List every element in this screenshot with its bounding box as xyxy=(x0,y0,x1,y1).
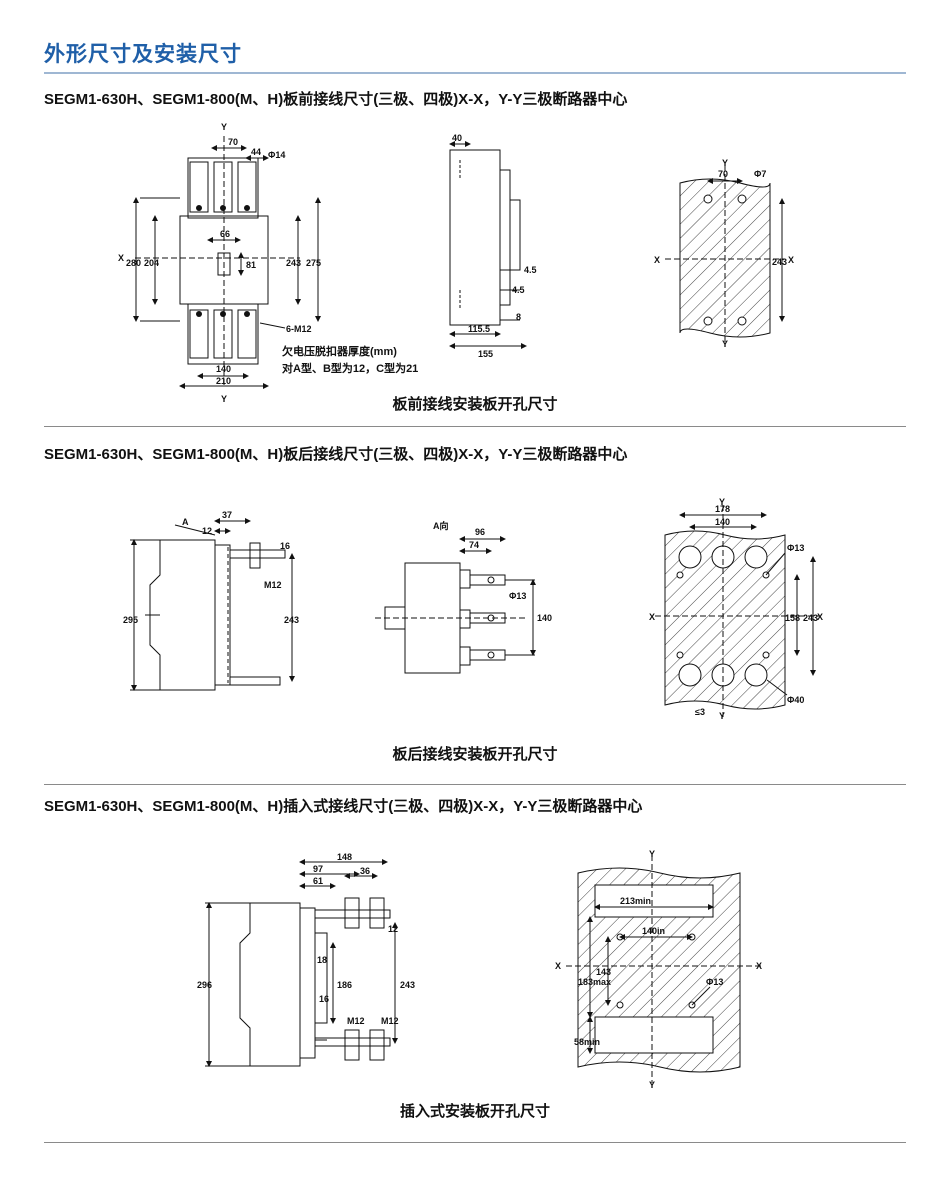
front-y-label-bottom: Y xyxy=(221,394,227,404)
cut2-dim-le3: ≤3 xyxy=(695,707,705,717)
rear-dim-37: 37 xyxy=(222,510,232,520)
dim-8: 8 xyxy=(516,312,521,322)
rear-dim-m12: M12 xyxy=(264,580,282,590)
cut2-x-label: X xyxy=(649,612,655,622)
section1-heading: SEGM1-630H、SEGM1-800(M、H)板前接线尺寸(三极、四极)X-… xyxy=(44,91,628,108)
cut2-dim-158: 158 xyxy=(785,613,800,623)
dim-275: 275 xyxy=(306,258,321,268)
plug-dim-61: 61 xyxy=(313,876,323,886)
front-x-label: X xyxy=(118,253,124,263)
dim-115-5: 115.5 xyxy=(468,324,490,334)
cut1-x-right: X xyxy=(788,255,794,265)
section1-caption: 板前接线安装板开孔尺寸 xyxy=(392,396,558,413)
plug-dim-296: 296 xyxy=(197,980,212,990)
cut3-dim-183max: 183max xyxy=(578,977,611,987)
plug-in-panel-cutout: Y Y X X 213min 140in 183max 143 Φ13 58mi… xyxy=(555,849,762,1090)
cut2-dim-140: 140 xyxy=(715,517,730,527)
dim-155: 155 xyxy=(478,349,493,359)
front-wiring-front-view: Y Y X 70 44 Φ14 66 81 204 280 243 275 6-… xyxy=(118,122,321,404)
plug-in-side-view: 148 97 61 36 12 18 186 296 243 16 M12 M1… xyxy=(197,852,415,1067)
dim-70: 70 xyxy=(228,137,238,147)
note-line2: 对A型、B型为12，C型为21 xyxy=(282,363,419,375)
section2-heading: SEGM1-630H、SEGM1-800(M、H)板后接线尺寸(三极、四极)X-… xyxy=(44,446,628,463)
dim-210: 210 xyxy=(216,376,231,386)
rear-dim-12: 12 xyxy=(202,526,212,536)
cut2-dim-243: 243 xyxy=(803,613,818,623)
cut2-dim-phi40: Φ40 xyxy=(787,695,804,705)
plug-dim-18: 18 xyxy=(317,955,327,965)
a-view-dim-phi13: Φ13 xyxy=(509,591,526,601)
front-wiring-panel-cutout: Y Y X X 70 Φ7 243 xyxy=(654,158,794,349)
dim-40: 40 xyxy=(452,133,462,143)
dim-phi14: Φ14 xyxy=(268,150,285,160)
cut2-dim-178: 178 xyxy=(715,504,730,514)
a-view-dim-74: 74 xyxy=(469,540,479,550)
dim-44: 44 xyxy=(251,147,261,157)
plug-dim-148: 148 xyxy=(337,852,352,862)
cut3-dim-140in: 140in xyxy=(642,926,665,936)
plug-dim-m12-b: M12 xyxy=(381,1016,399,1026)
cut1-dim-243: 243 xyxy=(772,257,787,267)
dim-81: 81 xyxy=(246,260,256,270)
cut3-y-bottom: Y xyxy=(649,1080,655,1090)
a-view-label: A向 xyxy=(433,520,449,531)
front-y-label-top: Y xyxy=(221,122,227,132)
section3-caption: 插入式安装板开孔尺寸 xyxy=(399,1103,550,1120)
dim-243: 243 xyxy=(286,258,301,268)
dim-66: 66 xyxy=(220,229,230,239)
plug-dim-m12-a: M12 xyxy=(347,1016,365,1026)
dim-204: 204 xyxy=(144,258,159,268)
section1-divider xyxy=(44,426,906,427)
cut1-y-top: Y xyxy=(722,158,728,168)
section2-divider xyxy=(44,784,906,785)
dim-280: 280 xyxy=(126,258,141,268)
cut2-x-label-right: X xyxy=(817,612,823,622)
title-divider xyxy=(44,72,906,74)
cut2-dim-phi13: Φ13 xyxy=(787,543,804,553)
cut3-dim-143: 143 xyxy=(596,967,611,977)
section3-divider xyxy=(44,1142,906,1143)
cut3-dim-phi13: Φ13 xyxy=(706,977,723,987)
section3-heading: SEGM1-630H、SEGM1-800(M、H)插入式接线尺寸(三极、四极)X… xyxy=(44,798,643,815)
dim-4-5-a: 4.5 xyxy=(524,265,537,275)
rear-wiring-side-view: A 12 37 16 M12 295 243 xyxy=(123,510,299,691)
plug-dim-186: 186 xyxy=(337,980,352,990)
plug-dim-36: 36 xyxy=(360,866,370,876)
a-view-dim-96: 96 xyxy=(475,527,485,537)
cut3-y-top: Y xyxy=(649,849,655,859)
plug-dim-243: 243 xyxy=(400,980,415,990)
rear-a-label: A xyxy=(182,517,189,527)
plug-dim-16: 16 xyxy=(319,994,329,1004)
page-title: 外形尺寸及安装尺寸 xyxy=(44,43,242,66)
rear-dim-295: 295 xyxy=(123,615,138,625)
rear-wiring-a-view: A向 96 74 Φ13 140 xyxy=(375,520,552,674)
cut2-y-bottom: Y xyxy=(719,711,725,720)
cut1-dim-70: 70 xyxy=(718,169,728,179)
cut3-x-left: X xyxy=(555,961,561,971)
dim-4-5-b: 4.5 xyxy=(512,285,525,295)
cut1-x-left: X xyxy=(654,255,660,265)
cut1-y-bottom: Y xyxy=(722,339,728,349)
plug-dim-97: 97 xyxy=(313,864,323,874)
cut2-y-top: Y xyxy=(719,497,725,507)
plug-dim-12: 12 xyxy=(388,924,398,934)
note-line1: 欠电压脱扣器厚度(mm) xyxy=(282,346,397,358)
rear-wiring-panel-cutout: Y Y X X 178 140 Φ13 158 243 Φ40 ≤3 xyxy=(649,497,823,720)
undervoltage-note: 欠电压脱扣器厚度(mm) 对A型、B型为12，C型为21 xyxy=(282,344,418,378)
rear-dim-16: 16 xyxy=(280,541,290,551)
section2-caption: 板后接线安装板开孔尺寸 xyxy=(392,746,558,763)
dim-6-m12: 6-M12 xyxy=(286,324,312,334)
cut3-dim-213min: 213min xyxy=(620,896,651,906)
dim-140: 140 xyxy=(216,364,231,374)
cut3-x-right: X xyxy=(756,961,762,971)
rear-dim-243: 243 xyxy=(284,615,299,625)
front-wiring-side-view: 40 4.5 4.5 8 115.5 155 xyxy=(449,133,537,359)
cut1-dim-phi7: Φ7 xyxy=(754,169,766,179)
cut3-dim-58min: 58min xyxy=(574,1037,600,1047)
a-view-dim-140: 140 xyxy=(537,613,552,623)
